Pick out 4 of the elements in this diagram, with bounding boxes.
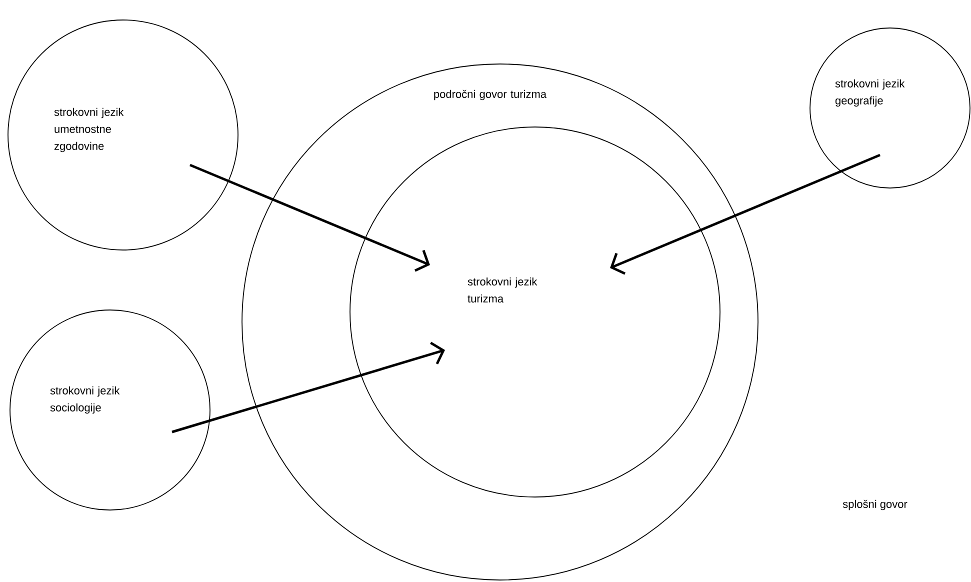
- arrow: [172, 342, 445, 434]
- arrow: [610, 154, 880, 275]
- text-label: splošni govor: [842, 500, 908, 510]
- arrow: [190, 164, 430, 272]
